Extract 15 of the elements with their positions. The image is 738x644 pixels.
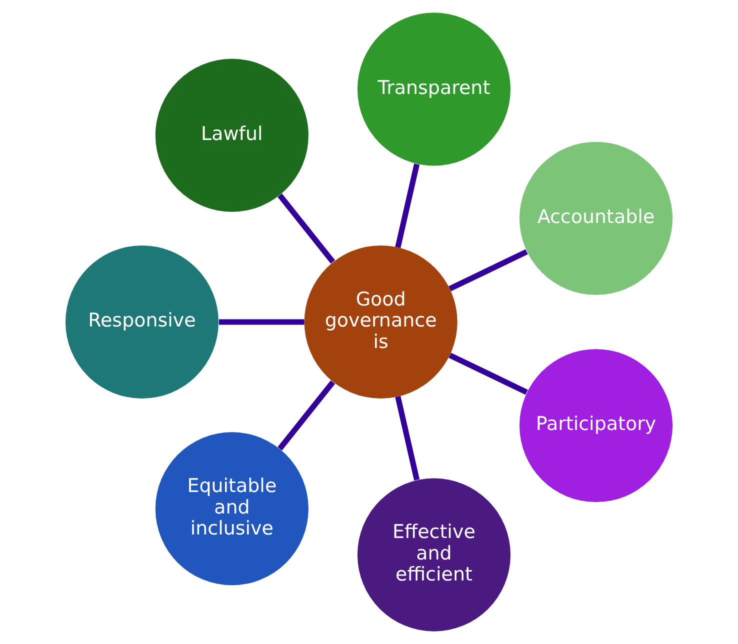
node-circle: Participatory <box>519 349 673 502</box>
connector <box>278 380 336 450</box>
node-circle: Equitable and inclusive <box>155 432 308 586</box>
node-circle: Transparent <box>357 12 510 166</box>
connector <box>278 194 336 264</box>
node-circle: Responsive <box>65 245 219 399</box>
node-circle: Effective and efficient <box>357 478 510 632</box>
connector <box>448 352 528 395</box>
connector <box>218 319 304 325</box>
node-circle: Accountable <box>519 142 673 295</box>
connector <box>395 164 420 248</box>
node-circle: Lawful <box>155 58 308 212</box>
node-circle: Good governance is <box>304 245 458 399</box>
connector <box>448 249 528 292</box>
connector <box>395 396 420 480</box>
